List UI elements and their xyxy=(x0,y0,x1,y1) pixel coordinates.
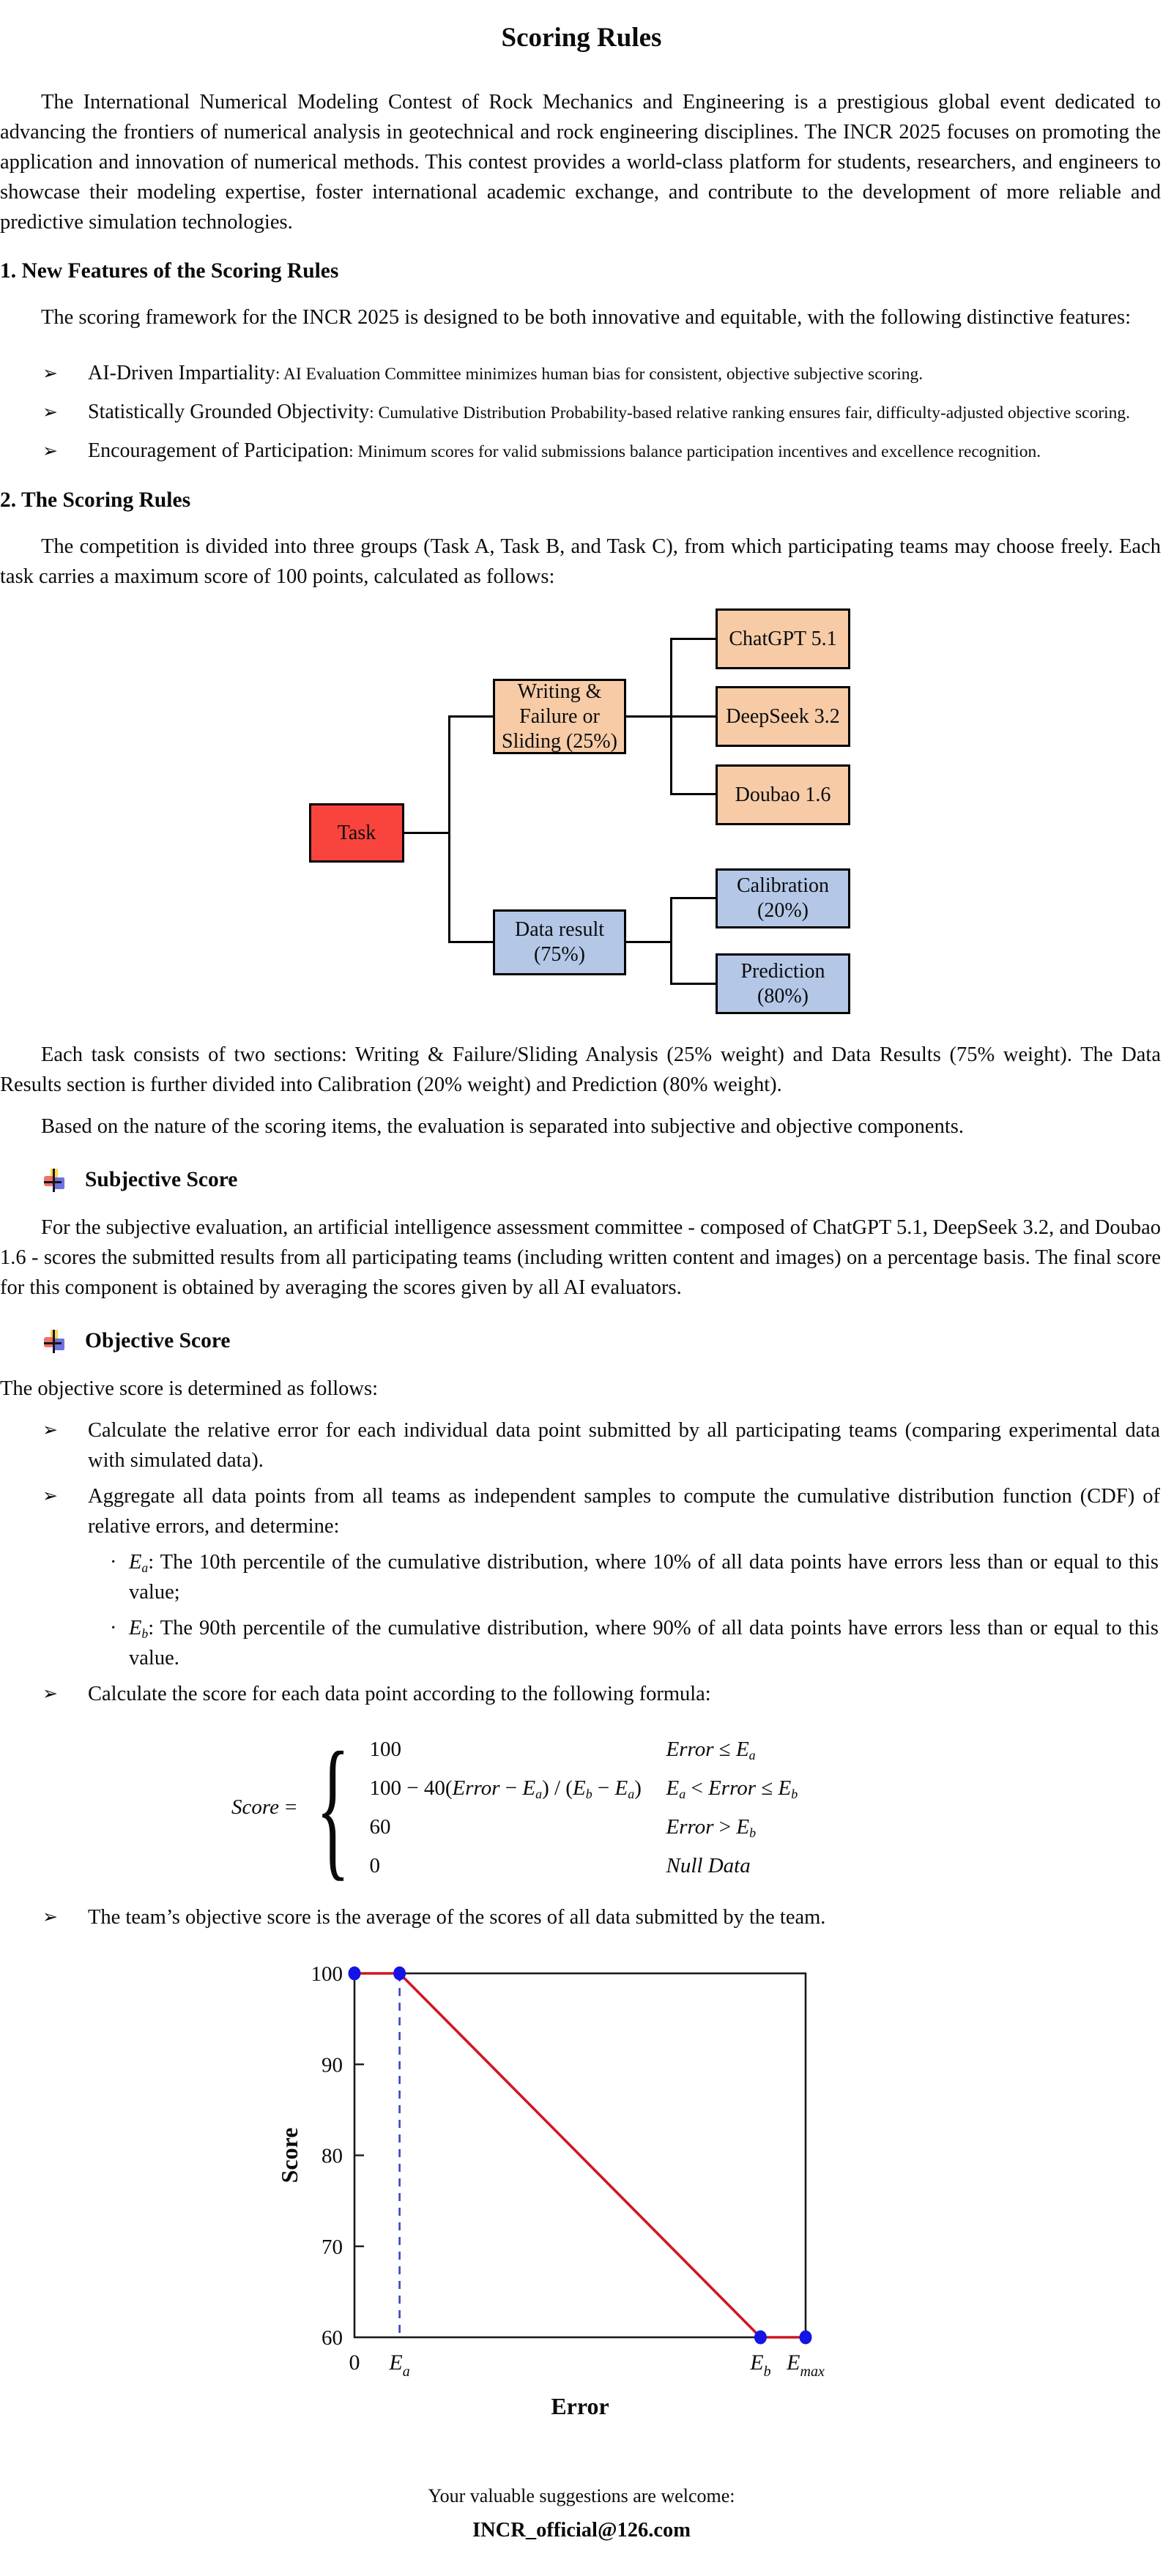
formula-row: 100 Error ≤ Ea xyxy=(369,1737,756,1762)
calibration-box: Calibration (20%) xyxy=(716,868,850,928)
svg-text:Eb: Eb xyxy=(749,2350,770,2380)
connector-line xyxy=(626,715,672,718)
feature-list: ➢ AI-Driven Impartiality: AI Evaluation … xyxy=(0,359,1163,466)
score-formula: Score = { 100 Error ≤ Ea 100 − 40(Error … xyxy=(231,1719,798,1894)
objective-bullet: ➢ Calculate the relative error for each … xyxy=(0,1415,1163,1475)
arrow-bullet-icon: ➢ xyxy=(42,1906,58,1927)
svg-text:70: 70 xyxy=(322,2236,343,2259)
connector-line xyxy=(448,715,493,718)
svg-text:Score: Score xyxy=(276,2128,302,2184)
after-diagram-paragraph: Each task consists of two sections: Writ… xyxy=(0,1043,1161,1096)
svg-text:80: 80 xyxy=(322,2145,343,2168)
svg-text:0: 0 xyxy=(349,2350,360,2375)
prediction-box: Prediction (80%) xyxy=(716,953,850,1014)
svg-text:Ea: Ea xyxy=(388,2350,409,2380)
svg-text:100: 100 xyxy=(311,1962,343,1986)
percentile-sub-bullet: · Ea: The 10th percentile of the cumulat… xyxy=(0,1547,1163,1607)
scoring-flowchart: Task Writing & Failure or Sliding (25%) … xyxy=(0,603,1163,1018)
page-title: Scoring Rules xyxy=(501,23,662,53)
objective-bullet: ➢ Calculate the score for each data poin… xyxy=(0,1679,1163,1709)
objective-intro: The objective score is determined as fol… xyxy=(0,1377,379,1400)
doubao-box: Doubao 1.6 xyxy=(716,764,850,825)
feature-lead: AI-Driven Impartiality xyxy=(88,362,275,384)
connector-line xyxy=(670,638,716,640)
arrow-bullet-icon: ➢ xyxy=(42,401,58,422)
objective-bullet: ➢ The team’s objective score is the aver… xyxy=(0,1902,1163,1932)
feature-lead: Statistically Grounded Objectivity xyxy=(88,401,370,423)
percentile-sub-bullet: · Eb: The 90th percentile of the cumulat… xyxy=(0,1613,1163,1673)
feature-desc: : Cumulative Distribution Probability-ba… xyxy=(369,403,1131,422)
formula-row: 60 Error > Eb xyxy=(369,1814,757,1840)
pinwheel-bullet-icon xyxy=(44,1329,64,1353)
connector-line xyxy=(626,941,672,943)
brace: { xyxy=(316,1719,351,1894)
feature-item: ➢ AI-Driven Impartiality: AI Evaluation … xyxy=(0,359,1163,389)
section-1-heading: 1. New Features of the Scoring Rules xyxy=(0,259,339,283)
connector-line xyxy=(448,715,450,943)
footer: Your valuable suggestions are welcome: I… xyxy=(0,2485,1163,2542)
feature-desc: : AI Evaluation Committee minimizes huma… xyxy=(275,365,924,384)
connector-line xyxy=(670,715,716,718)
svg-text:Emax: Emax xyxy=(786,2350,825,2380)
components-paragraph: Based on the nature of the scoring items… xyxy=(41,1115,964,1138)
feature-lead: Encouragement of Participation xyxy=(88,439,349,462)
connector-line xyxy=(670,897,716,899)
svg-text:60: 60 xyxy=(322,2326,343,2350)
connector-line xyxy=(670,983,716,985)
suggestions-note: Your valuable suggestions are welcome: xyxy=(428,2485,735,2506)
subjective-score-heading: Subjective Score xyxy=(0,1168,1163,1192)
formula-row: 0 Null Data xyxy=(369,1853,751,1877)
dot-bullet-icon: · xyxy=(110,1617,117,1639)
task-box: Task xyxy=(309,803,404,863)
connector-line xyxy=(448,941,493,943)
formula-row: 100 − 40(Error − Ea) / (Eb − Ea) Ea < Er… xyxy=(369,1776,798,1801)
chatgpt-box: ChatGPT 5.1 xyxy=(716,608,850,669)
section-2-intro: The competition is divided into three gr… xyxy=(0,535,1161,588)
contact-email: INCR_official@126.com xyxy=(472,2519,691,2542)
arrow-bullet-icon: ➢ xyxy=(42,1485,58,1506)
arrow-bullet-icon: ➢ xyxy=(42,1419,58,1440)
connector-line xyxy=(404,832,450,834)
dot-bullet-icon: · xyxy=(110,1551,117,1574)
section-1-intro: The scoring framework for the INCR 2025 … xyxy=(41,306,1131,329)
data-result-box: Data result (75%) xyxy=(493,909,626,975)
pinwheel-bullet-icon xyxy=(44,1168,64,1192)
objective-bullet: ➢ Aggregate all data points from all tea… xyxy=(0,1481,1163,1541)
section-2-heading: 2. The Scoring Rules xyxy=(0,488,191,512)
subjective-paragraph: For the subjective evaluation, an artifi… xyxy=(0,1216,1161,1299)
deepseek-box: DeepSeek 3.2 xyxy=(716,686,850,747)
feature-item: ➢ Encouragement of Participation: Minimu… xyxy=(0,436,1163,466)
intro-paragraph: The International Numerical Modeling Con… xyxy=(0,91,1161,234)
arrow-bullet-icon: ➢ xyxy=(42,440,58,461)
feature-item: ➢ Statistically Grounded Objectivity: Cu… xyxy=(0,398,1163,428)
connector-line xyxy=(670,793,716,795)
svg-text:Error: Error xyxy=(551,2393,609,2419)
objective-score-title: Objective Score xyxy=(85,1329,231,1352)
subjective-score-title: Subjective Score xyxy=(85,1168,238,1191)
svg-text:90: 90 xyxy=(322,2053,343,2077)
objective-score-heading: Objective Score xyxy=(0,1329,1163,1353)
arrow-bullet-icon: ➢ xyxy=(42,362,58,384)
writing-failure-sliding-box: Writing & Failure or Sliding (25%) xyxy=(493,679,626,754)
feature-desc: : Minimum scores for valid submissions b… xyxy=(349,442,1041,461)
arrow-bullet-icon: ➢ xyxy=(42,1683,58,1704)
connector-line xyxy=(670,897,672,985)
